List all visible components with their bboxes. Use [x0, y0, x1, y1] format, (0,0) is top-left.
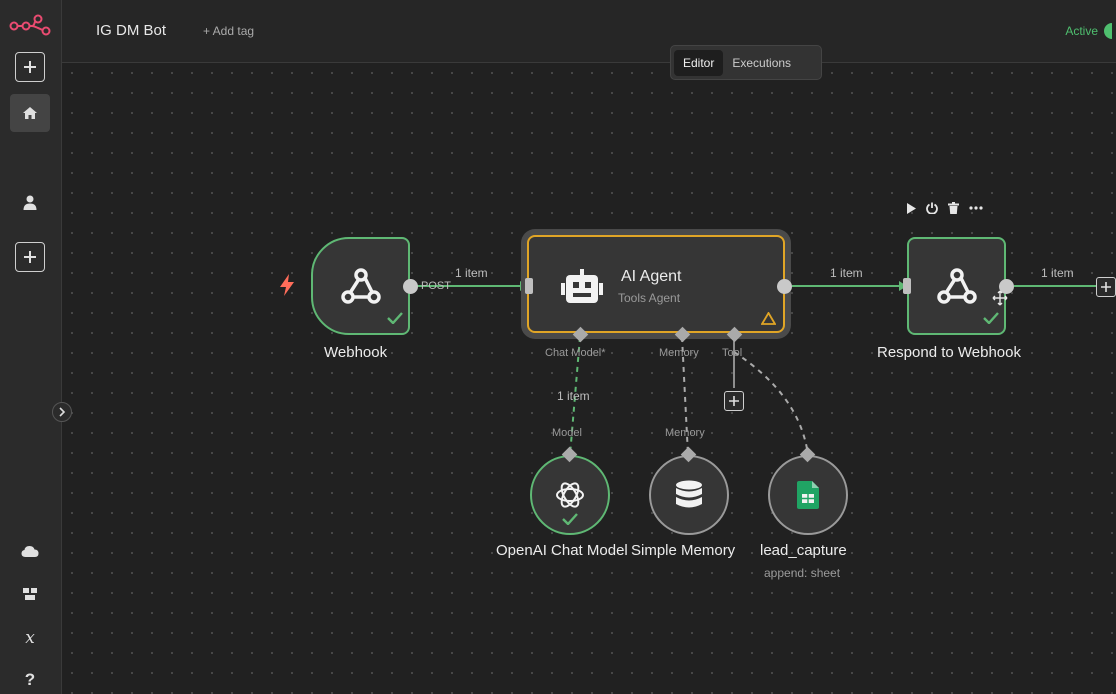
more-icon[interactable]	[969, 206, 983, 210]
model-port-label: Model	[552, 427, 582, 439]
workflow-name[interactable]: IG DM Bot	[96, 22, 167, 39]
ai-agent-input-handle[interactable]	[525, 278, 533, 294]
n8n-logo-icon[interactable]	[9, 12, 51, 38]
webhook-method-label: POST	[421, 280, 451, 292]
home-icon	[23, 107, 37, 119]
tab-executions[interactable]: Executions	[732, 55, 792, 70]
ai-agent-subtitle: Tools Agent	[618, 291, 681, 305]
memory-port-label: Memory	[665, 427, 705, 439]
memory-node-label: Simple Memory	[631, 542, 736, 559]
help-icon: ?	[24, 670, 36, 689]
create-button[interactable]	[15, 52, 45, 82]
webhook-output-handle[interactable]	[403, 279, 418, 294]
connection-sheets-agent	[733, 351, 809, 456]
plus-icon	[1101, 282, 1111, 292]
webhook-node[interactable]	[311, 237, 410, 335]
simple-memory-node[interactable]	[649, 455, 729, 535]
database-icon	[676, 480, 702, 508]
success-check-icon	[562, 513, 578, 525]
workflow-canvas[interactable]	[62, 63, 1116, 694]
success-check-icon	[983, 312, 999, 324]
move-cursor-icon	[992, 290, 1008, 306]
arrow-head	[520, 281, 528, 291]
sidebar: 𝑥 ?	[0, 0, 62, 694]
respond-output-handle[interactable]	[999, 279, 1014, 294]
play-icon[interactable]	[906, 202, 916, 214]
respond-to-webhook-node[interactable]	[907, 237, 1006, 335]
connection-items-label: 1 item	[830, 266, 863, 280]
ai-agent-node[interactable]	[527, 235, 785, 333]
respond-node-label: Respond to Webhook	[877, 344, 1021, 361]
node-toolbar	[906, 202, 983, 214]
header: IG DM Bot + Add tag Active	[62, 0, 1116, 63]
power-icon[interactable]	[926, 202, 938, 214]
home-button[interactable]	[10, 94, 50, 132]
ai-agent-title: AI Agent	[621, 268, 682, 285]
plus-icon	[24, 61, 36, 73]
collapse-sidebar-button[interactable]	[52, 402, 72, 422]
personal-button[interactable]	[14, 186, 46, 218]
add-project-button[interactable]	[15, 242, 45, 272]
ai-agent-output-handle[interactable]	[777, 279, 792, 294]
cloud-icon	[21, 546, 39, 557]
chat-model-port-label: Chat Model*	[545, 347, 606, 359]
plus-icon	[729, 396, 739, 406]
openai-icon	[556, 482, 584, 508]
warning-icon[interactable]	[761, 312, 776, 325]
connection-items-label: 1 item	[1041, 266, 1074, 280]
memory-port-label: Memory	[659, 347, 699, 359]
view-tabs: Editor Executions	[670, 45, 822, 80]
help-button[interactable]: ?	[14, 664, 46, 694]
webhook-icon	[936, 268, 977, 304]
trigger-bolt-icon	[280, 274, 294, 296]
connection-items-label: 1 item	[557, 389, 590, 403]
variables-icon: 𝑥	[25, 628, 35, 648]
connection-items-label: 1 item	[455, 266, 488, 280]
user-icon	[23, 195, 37, 210]
tab-editor[interactable]: Editor	[674, 49, 724, 76]
respond-input-handle[interactable]	[903, 278, 911, 294]
add-tool-button[interactable]	[724, 391, 744, 411]
robot-icon	[561, 269, 603, 303]
google-sheets-icon	[797, 481, 819, 509]
webhook-icon	[340, 268, 381, 304]
add-node-button[interactable]	[1096, 277, 1116, 297]
lead-capture-node-label: lead_capture	[760, 542, 847, 559]
chevron-right-icon	[59, 407, 66, 417]
openai-node-label: OpenAI Chat Model	[496, 542, 628, 559]
active-toggle[interactable]	[1104, 23, 1112, 39]
webhook-node-label: Webhook	[324, 344, 388, 361]
active-status-label: Active	[1065, 24, 1098, 38]
plus-icon	[24, 251, 36, 263]
add-tag-button[interactable]: + Add tag	[203, 24, 255, 38]
templates-icon	[23, 588, 37, 600]
trash-icon[interactable]	[948, 202, 959, 214]
tool-port-label: Tool	[722, 347, 743, 359]
lead-capture-node[interactable]	[768, 455, 848, 535]
variables-button[interactable]: 𝑥	[14, 622, 46, 654]
cloud-button[interactable]	[14, 535, 46, 567]
lead-capture-node-subtitle: append: sheet	[764, 566, 841, 580]
templates-button[interactable]	[14, 578, 46, 610]
success-check-icon	[387, 312, 403, 324]
